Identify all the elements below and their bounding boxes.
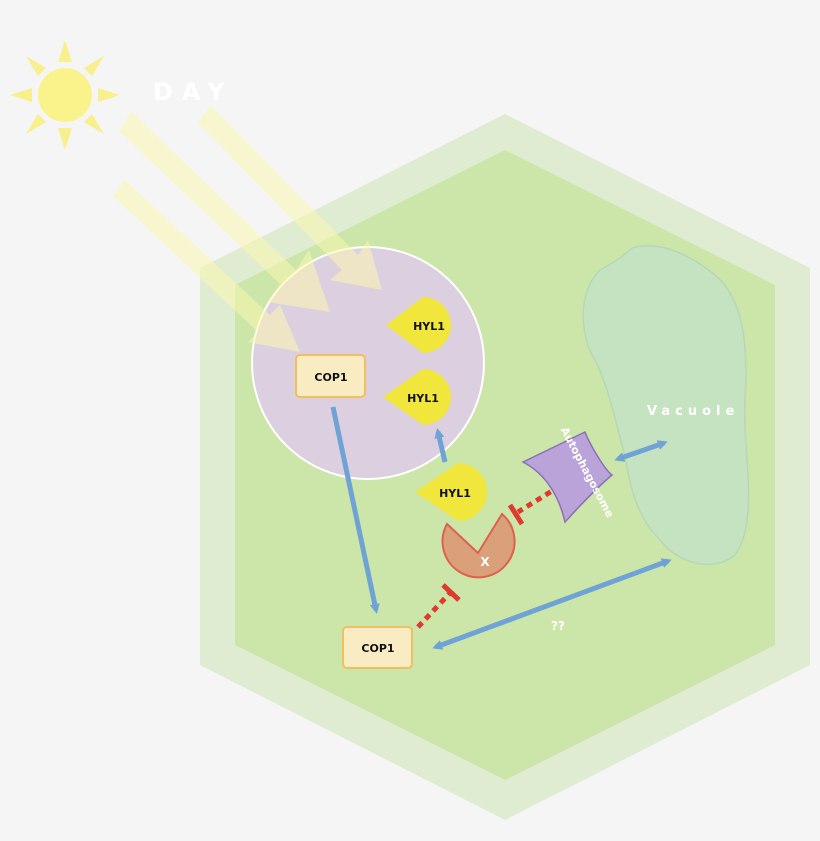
protein-x-label: X <box>480 555 490 569</box>
autophagosome-shape <box>521 430 614 524</box>
protein-hyl1-b-label: HYL1 <box>407 392 439 405</box>
protein-hyl1-c-label: HYL1 <box>439 487 471 500</box>
protein-cop1-nucleus-label: COP1 <box>314 371 347 384</box>
light-beam-3 <box>113 180 300 352</box>
sun-icon <box>10 40 120 150</box>
light-beams <box>113 105 382 352</box>
arrow-cop1-export <box>330 406 380 614</box>
protein-cop1-nucleus-box <box>295 354 366 398</box>
unknown-label: ?? <box>551 619 565 633</box>
protein-hyl1-a-label: HYL1 <box>413 320 445 333</box>
arrow-hyl1-import <box>434 428 448 463</box>
vacuole <box>582 245 750 566</box>
inhibition-autophagosome-x <box>507 483 562 526</box>
protein-cop1-cytoplasm-box <box>342 626 413 669</box>
light-beam-2 <box>198 105 382 290</box>
light-beam-1 <box>119 111 330 312</box>
protein-x-shape <box>441 512 516 579</box>
protein-hyl1-a-shape <box>386 297 451 353</box>
protein-hyl1-b-shape <box>383 369 451 425</box>
inhibition-cop1-x <box>416 583 461 629</box>
vacuole-label: Vacuole <box>647 404 739 419</box>
protein-cop1-cytoplasm-label: COP1 <box>361 642 394 655</box>
arrow-autophagosome-vacuole <box>614 440 668 462</box>
arrow-cop1-vacuole <box>432 558 672 650</box>
day-label: DAY <box>153 78 234 106</box>
protein-hyl1-c-shape <box>415 463 487 521</box>
